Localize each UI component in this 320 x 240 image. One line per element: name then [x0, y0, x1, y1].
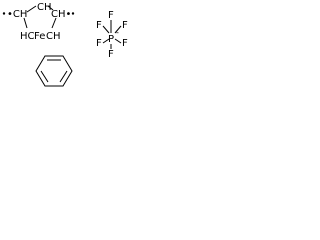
fluorine-bottom: F — [108, 49, 114, 60]
pf-bond-right-upper — [114, 25, 122, 34]
fluorine-top: F — [108, 10, 114, 21]
benzene-double-bond-2 — [59, 70, 68, 83]
atom-bottom-right: CH — [46, 31, 61, 42]
anion-charge: - — [116, 28, 119, 37]
fluorine-left-lower: F — [96, 38, 102, 49]
pf-bond-right-lower — [114, 38, 122, 44]
cp-bond-1 — [26, 5, 37, 13]
radical-dot-left — [2, 12, 6, 15]
benzene-ring — [35, 55, 73, 87]
fluorine-right-lower: F — [122, 38, 128, 49]
atom-top-right: CH• — [51, 9, 71, 20]
atom-bottom-left: HC — [20, 31, 35, 42]
structure-diagram: •CH CH CH• HC CH Fe F F F P - F F F — [0, 0, 141, 91]
fluorine-right-upper: F — [122, 20, 128, 31]
pf-bond-left-upper — [102, 25, 110, 34]
metal-atom: Fe — [34, 31, 45, 42]
fluorine-left-upper: F — [96, 20, 102, 31]
hexafluorophosphate-group: F F F P - F F F — [96, 10, 128, 60]
benzene-double-bond-3 — [40, 70, 49, 83]
pf-bond-left-lower — [102, 38, 110, 44]
benzene-outline — [35, 55, 73, 87]
phosphorus-atom: P — [108, 34, 114, 45]
molecule-svg: •CH CH CH• HC CH Fe F F F P - F F F — [2, 2, 128, 87]
cp-bond-3 — [23, 17, 28, 29]
cp-bond-2 — [47, 5, 54, 11]
atom-top-center: CH — [37, 2, 52, 13]
cp-bond-4 — [51, 17, 57, 29]
atom-top-left: •CH — [7, 9, 27, 20]
radical-dot-right — [71, 12, 75, 15]
cyclopentadienyl-group: •CH CH CH• HC CH Fe — [2, 2, 75, 42]
